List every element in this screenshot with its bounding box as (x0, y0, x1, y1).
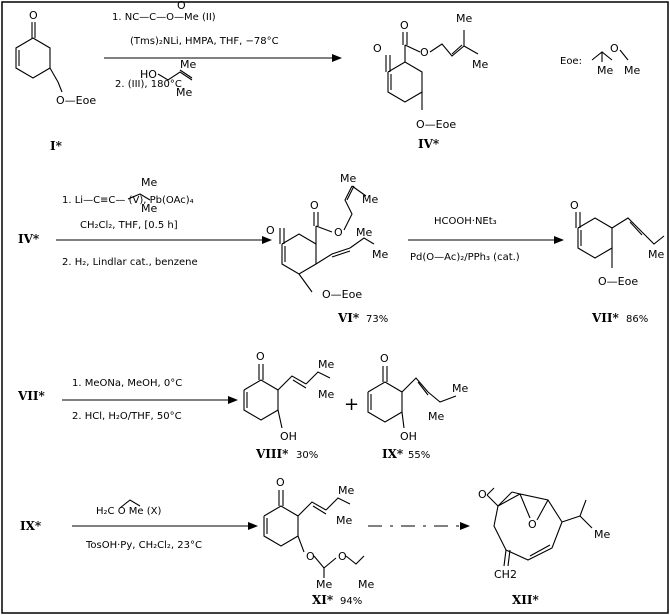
r1-reagent-o: O (177, 0, 186, 12)
arrow-4-head (228, 396, 238, 404)
arrow-2-head (262, 236, 272, 244)
svg-text:Me: Me (180, 58, 196, 71)
compound-VII-start-label: VII* (17, 389, 46, 403)
r4-condition-1: 1. MeONa, MeOH, 0°C (72, 378, 182, 389)
svg-text:Me: Me (472, 58, 488, 71)
svg-text:Me: Me (318, 358, 334, 371)
svg-text:HO: HO (140, 68, 157, 81)
compound-VII-yield: 86% (626, 314, 648, 325)
svg-text:O: O (570, 199, 579, 212)
svg-text:Me: Me (176, 86, 192, 99)
r3-condition-2: Pd(O—Ac)₂/PPh₃ (cat.) (410, 252, 520, 263)
svg-text:Me: Me (597, 64, 613, 77)
compound-VIII-label: VIII* (255, 447, 289, 461)
compound-IV-start-label: IV* (18, 232, 40, 246)
compound-VII-structure: O Me O—Eoe (570, 199, 664, 288)
r4-condition-2: 2. HCl, H₂O/THF, 50°C (72, 411, 182, 422)
svg-text:O: O (610, 42, 619, 55)
compound-XI-structure: O Me Me O Me O Me (263, 476, 374, 591)
compound-IX-structure: O Me Me OH (367, 352, 468, 443)
arrow-3-head (554, 236, 564, 244)
svg-text:O—Eoe: O—Eoe (598, 275, 638, 288)
svg-text:O: O (266, 224, 275, 237)
svg-text:O: O (256, 350, 265, 363)
svg-text:O: O (306, 550, 315, 563)
plus-sign: + (344, 394, 359, 415)
r5-condition-2: TosOH·Py, CH₂Cl₂, 23°C (85, 540, 202, 551)
svg-text:Me: Me (452, 382, 468, 395)
svg-text:Me: Me (141, 176, 157, 189)
svg-text:Me: Me (141, 202, 157, 215)
svg-text:Me: Me (356, 226, 372, 239)
arrow-6-head (460, 522, 470, 530)
eoe-legend: Eoe: O Me Me (560, 42, 640, 77)
arrow-5-head (248, 522, 258, 530)
svg-text:O: O (310, 199, 319, 212)
compound-IX-label: IX* (382, 447, 404, 461)
arrow-1-head (332, 54, 342, 62)
svg-text:Me: Me (456, 12, 472, 25)
r2-condition-1: 1. Li—C≡C— (V), Pb(OAc)₄ (62, 195, 194, 206)
svg-text:Me: Me (318, 388, 334, 401)
svg-text:O: O (334, 226, 343, 239)
svg-text:Me: Me (336, 514, 352, 527)
svg-text:Me: Me (594, 528, 610, 541)
compound-VI-structure: O O O Me Me Me Me O—Eoe (266, 172, 388, 301)
compound-XII-label: XII* (512, 593, 540, 607)
compound-VII-label: VII* (591, 311, 620, 325)
svg-text:Me: Me (372, 248, 388, 261)
svg-text:CH2: CH2 (494, 568, 517, 581)
compound-IV-structure: O O O Me Me O—Eoe (373, 12, 488, 131)
r5-condition-1: H₂C O Me (X) (96, 506, 161, 517)
r1-condition-1: 1. NC—C—O—Me (II) (112, 12, 216, 23)
compound-I-oxygen: O (29, 9, 38, 22)
svg-text:Me: Me (358, 578, 374, 591)
svg-text:OH: OH (280, 430, 297, 443)
r1-condition-3: 2. (III), 180°C (115, 79, 182, 90)
compound-VI-label: VI* (337, 311, 360, 325)
compound-IX-start-label: IX* (20, 519, 42, 533)
svg-text:OH: OH (400, 430, 417, 443)
eoe-legend-label: Eoe: (560, 56, 582, 67)
compound-IX-yield: 55% (408, 450, 430, 461)
svg-text:O: O (380, 352, 389, 365)
compound-XII-structure: O O CH2 Me (478, 487, 610, 581)
r3-condition-1: HCOOH·NEt₃ (434, 216, 497, 227)
svg-text:Me: Me (362, 193, 378, 206)
compound-VIII-yield: 30% (296, 450, 318, 461)
svg-text:O: O (338, 550, 347, 563)
svg-text:Me: Me (340, 172, 356, 185)
svg-text:O: O (478, 488, 487, 501)
svg-text:O—Eoe: O—Eoe (416, 118, 456, 131)
compound-XI-label: XI* (312, 593, 334, 607)
svg-text:O: O (276, 476, 285, 489)
compound-I-structure: O O—Eoe (15, 9, 96, 107)
svg-text:O: O (373, 42, 382, 55)
compound-VIII-structure: O Me Me OH (243, 350, 334, 443)
reagent-III-structure: HO Me Me (140, 58, 196, 99)
svg-text:Me: Me (428, 410, 444, 423)
svg-text:Me: Me (648, 248, 664, 261)
svg-text:Me: Me (338, 484, 354, 497)
compound-IV-label: IV* (418, 137, 440, 151)
svg-text:Me: Me (624, 64, 640, 77)
svg-text:O: O (420, 46, 429, 59)
r2-condition-2: CH₂Cl₂, THF, [0.5 h] (80, 220, 178, 231)
r2-condition-3: 2. H₂, Lindlar cat., benzene (62, 257, 198, 268)
compound-XI-yield: 94% (340, 596, 362, 607)
compound-VI-yield: 73% (366, 314, 388, 325)
compound-I-label: I* (50, 139, 63, 153)
svg-text:O: O (400, 19, 409, 32)
r1-condition-2: (Tms)₂NLi, HMPA, THF, −78°C (130, 36, 279, 47)
svg-text:O—Eoe: O—Eoe (322, 288, 362, 301)
svg-text:Me: Me (316, 578, 332, 591)
svg-text:O: O (528, 518, 537, 531)
compound-I-oeoe: O—Eoe (56, 94, 96, 107)
